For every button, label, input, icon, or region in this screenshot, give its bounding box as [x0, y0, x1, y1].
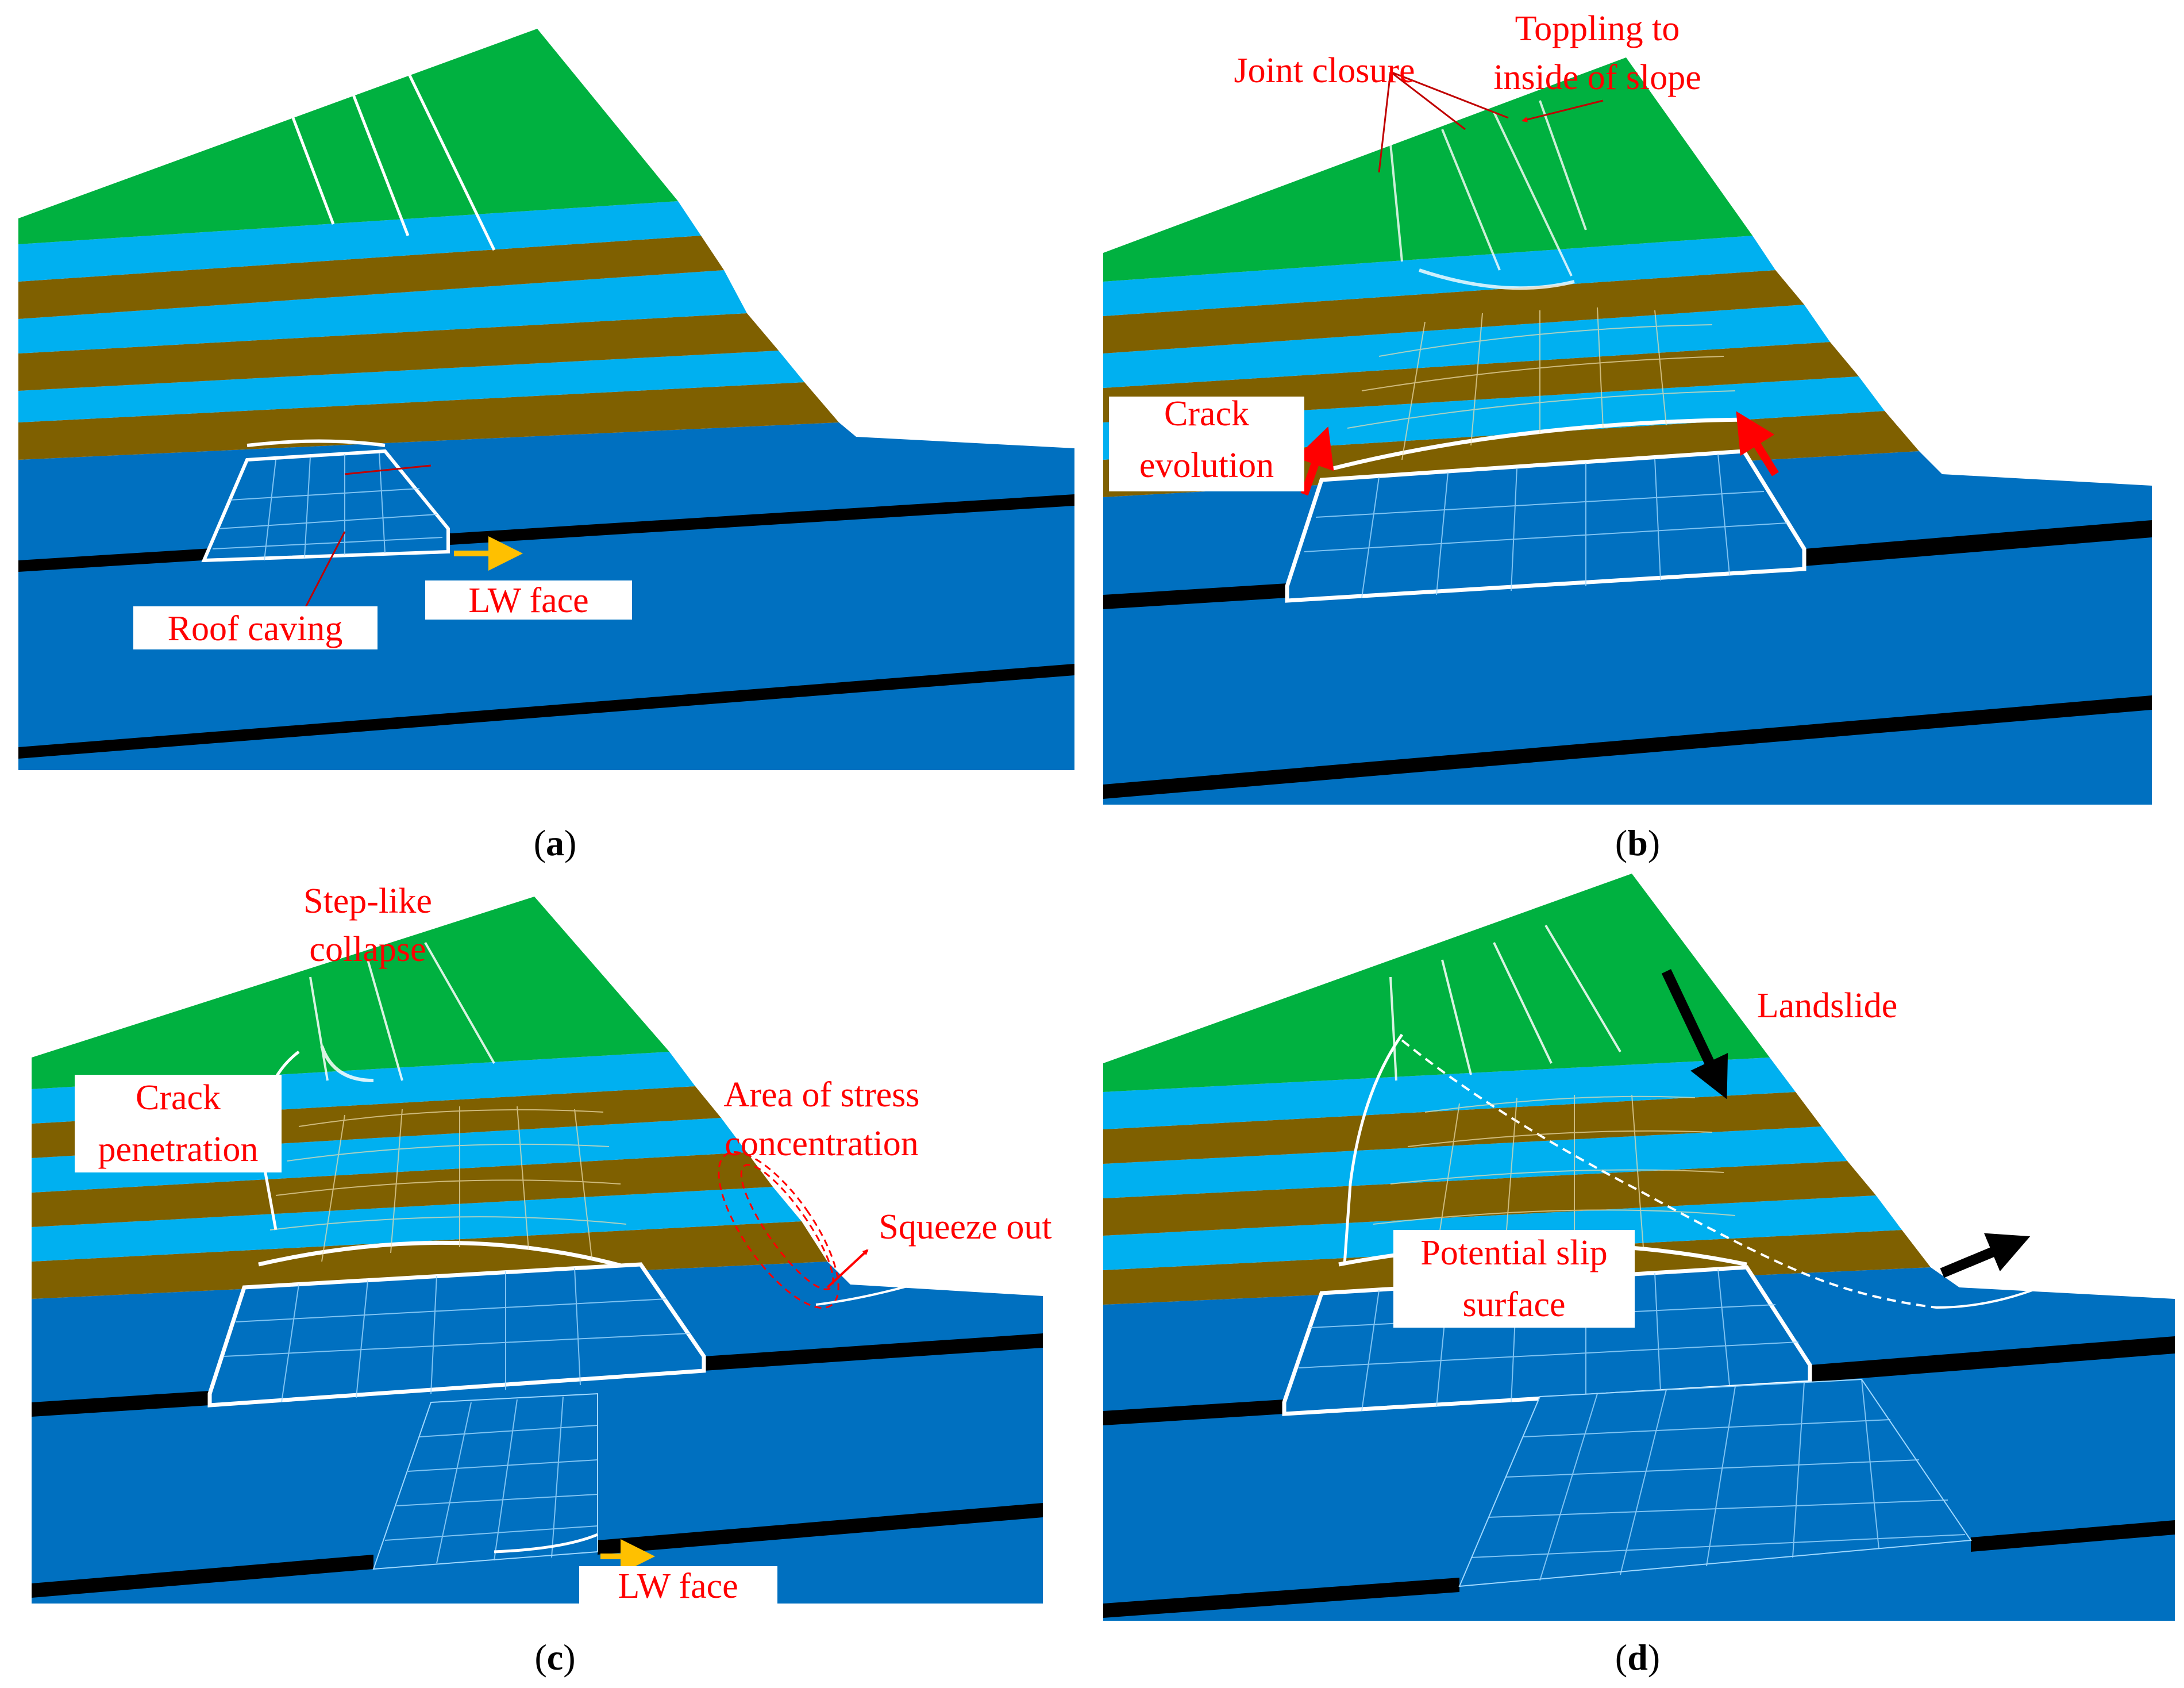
panel-d-layer-brown-1	[1103, 1092, 1821, 1164]
panel-c-subsidence-zone	[258, 1106, 638, 1272]
panel-a-layer-blue-1	[18, 201, 701, 282]
panel-a-goaf	[201, 439, 450, 563]
panel-a-layer-brown-3	[18, 382, 839, 460]
panel-d-slip-label-1: Potential slip	[1420, 1233, 1608, 1272]
panel-d-toe-arrow	[1940, 1233, 2031, 1278]
panel-b-toppling-leader	[1522, 99, 1604, 122]
panel-c-squeeze-surface	[815, 1283, 914, 1306]
panel-d-slip-surface-box	[1393, 1230, 1635, 1328]
panel-a-leader-roof	[344, 464, 432, 475]
panel-b-crack-evolution-label-1: Crack	[1164, 394, 1249, 433]
panel-c-coal-seam-right	[704, 1333, 1043, 1371]
panel-c-coal-seam-lower-right	[598, 1503, 1043, 1555]
panel-c-stress-ellipse-inner	[740, 1164, 834, 1290]
panel-a-layer-brown-2	[18, 313, 779, 391]
panel-b: Joint closure Toppling to inside of slop…	[1103, 9, 2152, 863]
panel-a-layer-brown-1	[18, 236, 724, 319]
panel-b-caption: (b)	[1615, 822, 1660, 863]
panel-c-layer-brown-3	[32, 1221, 827, 1299]
panel-c-stress-label-1: Area of stress	[724, 1075, 920, 1114]
panel-d-layer-green	[1103, 874, 1770, 1092]
panel-c-caption: (c)	[534, 1637, 575, 1678]
panel-c-layer-blue-3	[32, 1187, 802, 1262]
panel-c-step-like-label-2: collapse	[309, 930, 426, 969]
panel-d-coal-seam-lower-right	[1971, 1520, 2175, 1552]
panel-d: Landslide Potential slip surface (d)	[1103, 874, 2175, 1678]
panel-c-lw-face-label: LW face	[618, 1567, 738, 1606]
panel-b-joint-closure-label: Joint closure	[1234, 51, 1415, 90]
panel-d-landslide-arrow	[1661, 969, 1728, 1099]
panel-a-caption: (a)	[534, 822, 577, 863]
panel-c-goaf	[207, 1262, 706, 1570]
panel-b-coal-seam-upper	[1103, 583, 1287, 609]
panel-b-crack-evolution-label-2: evolution	[1139, 446, 1274, 485]
panel-c-layer-green	[32, 897, 669, 1089]
panel-b-crack-arrow-left	[1296, 426, 1334, 496]
panel-b-crack-evolution-box	[1109, 397, 1304, 491]
panel-b-layer-brown-1	[1103, 270, 1804, 353]
panel-a-joints	[291, 71, 496, 251]
panel-b-coal-seam-lower	[1103, 695, 2152, 799]
panel-c-crack-penetration-box	[75, 1075, 282, 1172]
panel-a-coal-seam-lower	[18, 664, 1074, 759]
panel-b-layer-blue-2	[1103, 305, 1830, 388]
panel-b-joint-leaders	[1378, 71, 1509, 173]
panel-c-stress-ellipse-outer	[718, 1151, 839, 1309]
panel-a-roof-caving-box	[133, 606, 378, 649]
panel-c-layer-brown-2	[32, 1152, 773, 1227]
panel-d-layer-blue-1	[1103, 1058, 1796, 1129]
panel-d-coal-seam-right	[1810, 1336, 2175, 1382]
panel-d-joints	[1389, 924, 1621, 1081]
panel-c-lw-face-box	[579, 1566, 777, 1605]
panel-c-crack-penetration-label-2: penetration	[98, 1130, 259, 1169]
panel-c-layer-blue-2	[32, 1118, 747, 1193]
panel-a: Roof caving LW face (a)	[18, 29, 1074, 863]
panel-c-joints	[309, 942, 495, 1082]
panel-d-coal-seam-lower-left	[1103, 1578, 1459, 1618]
panel-d-layer-brown-2	[1103, 1161, 1876, 1236]
panel-c: Step-like collapse Crack penetration Are…	[32, 882, 1052, 1678]
panel-d-slip-label-2: surface	[1463, 1285, 1566, 1324]
panel-b-goaf	[1285, 449, 1806, 603]
panel-a-lw-face-label: LW face	[468, 581, 588, 620]
panel-d-slip-surface	[1401, 1039, 1937, 1309]
panel-b-toppling-label-2: inside of slope	[1493, 58, 1701, 97]
panel-d-coal-seam-upper	[1103, 1399, 1284, 1425]
panel-c-crack-penetration-label-1: Crack	[136, 1078, 221, 1117]
panel-a-layer-green	[18, 29, 678, 244]
panel-c-coal-seam-upper	[32, 1391, 210, 1417]
panel-a-roof-caving-label: Roof caving	[168, 609, 343, 648]
panel-b-layer-green	[1103, 57, 1752, 282]
panel-d-caption: (d)	[1615, 1637, 1660, 1678]
panel-c-step-like-label-1: Step-like	[303, 882, 432, 921]
panel-b-crack-arrow-right	[1736, 411, 1779, 476]
panel-c-stress-label-2: concentration	[725, 1124, 918, 1163]
panel-c-squeeze-arrow	[826, 1249, 869, 1289]
panel-a-layer-blue-3	[18, 351, 804, 422]
panel-a-leader-roof-caving	[303, 531, 346, 610]
panel-a-lw-face-box	[425, 580, 632, 620]
panel-d-landslide-label: Landslide	[1757, 986, 1898, 1025]
panel-c-squeeze-label: Squeeze out	[879, 1208, 1051, 1247]
panel-b-joints	[1389, 100, 1587, 290]
panel-b-toppling-label-1: Toppling to	[1515, 9, 1680, 48]
panel-d-toe-surface	[1936, 1286, 2040, 1309]
panel-d-slip-boundary	[1343, 1033, 1404, 1265]
panel-c-coal-seam-lower-left	[32, 1555, 373, 1598]
panel-b-coal-seam-right	[1804, 520, 2152, 566]
panel-d-layer-blue-2	[1103, 1126, 1847, 1198]
panel-a-layer-blue-2	[18, 270, 747, 353]
panel-b-subsidence-zone	[1332, 307, 1747, 471]
